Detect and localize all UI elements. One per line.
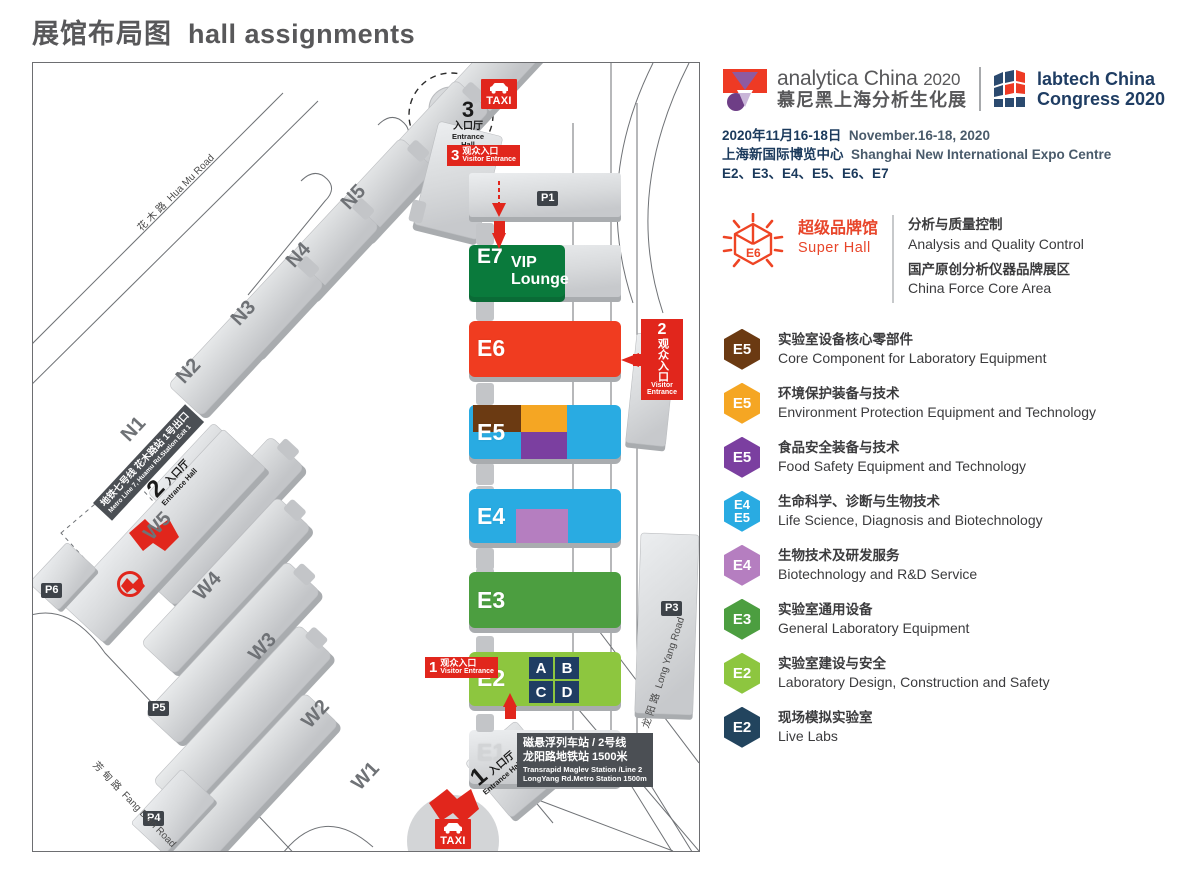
legend-label-en: Biotechnology and R&D Service: [778, 565, 978, 582]
legend-label-cn: 实验室设备核心零部件: [778, 332, 913, 348]
legend-hex-wrap: E5: [722, 436, 762, 478]
super-hall-divider: [892, 215, 895, 303]
event-date-en: November.16-18, 2020: [848, 128, 990, 143]
analytica-logo: analytica China 2020 慕尼黑上海分析生化展: [722, 66, 967, 112]
event-venue-cn: 上海新国际博览中心: [722, 147, 844, 163]
super-hall-cube-label: E6: [746, 246, 761, 260]
legend-hall-id: E5: [732, 340, 752, 358]
legend-label-cn: 现场模拟实验室: [778, 710, 873, 726]
legend-label-en: Laboratory Design, Construction and Safe…: [778, 673, 1050, 690]
legend-label-cn: 生命科学、诊断与生物技术: [778, 494, 940, 510]
hall-legend: E5 实验室设备核心零部件 Core Component for Laborat…: [722, 328, 1172, 748]
event-halls: E2、E3、E4、E5、E6、E7: [722, 166, 889, 182]
legend-text: 食品安全装备与技术 Food Safety Equipment and Tech…: [778, 439, 1026, 475]
legend-text: 实验室设备核心零部件 Core Component for Laboratory…: [778, 331, 1046, 367]
page-title-cn: 展馆布局图: [32, 19, 172, 49]
legend-hex-wrap: E3: [722, 598, 762, 640]
legend-item[interactable]: E5 实验室设备核心零部件 Core Component for Laborat…: [722, 328, 1172, 370]
legend-hex-icon: E2: [724, 652, 760, 694]
legend-hall-id: E4: [734, 497, 750, 513]
super-hall-desc1-en: China Force Core Area: [908, 279, 1052, 296]
legend-label-cn: 生物技术及研发服务: [778, 548, 900, 564]
legend-hall-id: E5: [732, 394, 752, 412]
event-halls-row: E2、E3、E4、E5、E6、E7: [722, 164, 1172, 183]
legend-item[interactable]: E4 E5 生命科学、诊断与生物技术 Life Science, Diagnos…: [722, 490, 1172, 532]
super-hall-title-en: Super Hall: [798, 240, 871, 257]
legend-label-en: Core Component for Laboratory Equipment: [778, 349, 1047, 366]
legend-hex-wrap: E5: [722, 328, 762, 370]
labtech-mark-icon: [994, 70, 1025, 107]
legend-hall-id: E2: [732, 664, 752, 682]
legend-label-cn: 环境保护装备与技术: [778, 386, 900, 402]
legend-item[interactable]: E2 现场模拟实验室 Live Labs: [722, 706, 1172, 748]
page-title: 展馆布局图 hall assignments: [32, 12, 415, 51]
legend-hall-id: E5: [732, 448, 752, 466]
super-hall-desc1-cn: 国产原创分析仪器品牌展区: [908, 261, 1071, 277]
labtech-logo: labtech China Congress 2020: [993, 69, 1165, 109]
event-date-row: 2020年11月16-18日 November.16-18, 2020: [722, 126, 1172, 145]
labtech-wordmark: labtech China Congress 2020: [1037, 69, 1165, 109]
page-title-en: hall assignments: [188, 19, 416, 49]
legend-hall-id-2: E5: [734, 510, 750, 526]
legend-label-en: Environment Protection Equipment and Tec…: [778, 403, 1097, 420]
super-hall-desc0-cn: 分析与质量控制: [908, 217, 1003, 233]
super-hall-entry: E6 超级品牌馆 Super Hall 分析与质量控制 Analysis and…: [722, 213, 1172, 304]
analytica-line2: 慕尼黑上海分析生化展: [777, 89, 967, 110]
legend-item[interactable]: E5 食品安全装备与技术 Food Safety Equipment and T…: [722, 436, 1172, 478]
legend-hex-icon: E2: [724, 706, 760, 748]
map-graphics: [33, 63, 699, 851]
legend-text: 实验室建设与安全 Laboratory Design, Construction…: [778, 655, 1050, 691]
analytica-wordmark: analytica China 2020 慕尼黑上海分析生化展: [777, 66, 967, 111]
legend-hex-icon: E5: [724, 436, 760, 478]
legend-label-en: Live Labs: [778, 727, 838, 744]
legend-label-en: Food Safety Equipment and Technology: [778, 457, 1027, 474]
event-venue-en: Shanghai New International Expo Centre: [851, 147, 1112, 163]
legend-text: 生命科学、诊断与生物技术 Life Science, Diagnosis and…: [778, 493, 1043, 529]
legend-text: 实验室通用设备 General Laboratory Equipment: [778, 601, 969, 637]
legend-hall-id: E2: [732, 718, 752, 736]
legend-hex-icon: E3: [724, 598, 760, 640]
legend-hex-wrap: E4: [722, 544, 762, 586]
legend-label-cn: 实验室通用设备: [778, 602, 873, 618]
info-panel: analytica China 2020 慕尼黑上海分析生化展 labtech …: [722, 66, 1172, 761]
legend-text: 环境保护装备与技术 Environment Protection Equipme…: [778, 385, 1096, 421]
legend-text: 现场模拟实验室 Live Labs: [778, 709, 873, 745]
legend-label-en: General Laboratory Equipment: [778, 619, 970, 636]
legend-hall-id: E3: [732, 610, 752, 628]
legend-label-cn: 食品安全装备与技术: [778, 440, 900, 456]
analytica-name: analytica China: [777, 66, 918, 90]
legend-label-en: Life Science, Diagnosis and Biotechnolog…: [778, 511, 1043, 528]
super-hall-descriptions: 分析与质量控制 Analysis and Quality Control 国产原…: [908, 213, 1084, 304]
super-hall-cube-icon: E6: [722, 213, 784, 268]
legend-item[interactable]: E5 环境保护装备与技术 Environment Protection Equi…: [722, 382, 1172, 424]
super-hall-desc0-en: Analysis and Quality Control: [908, 235, 1084, 252]
legend-item[interactable]: E4 生物技术及研发服务 Biotechnology and R&D Servi…: [722, 544, 1172, 586]
super-hall-title-cn: 超级品牌馆: [798, 220, 879, 238]
legend-hex-icon: E4 E5: [724, 490, 760, 532]
legend-hall-id: E4: [732, 556, 752, 574]
legend-hex-wrap: E2: [722, 652, 762, 694]
legend-hex-icon: E5: [724, 328, 760, 370]
legend-item[interactable]: E2 实验室建设与安全 Laboratory Design, Construct…: [722, 652, 1172, 694]
legend-hex-wrap: E2: [722, 706, 762, 748]
analytica-line1: analytica China 2020: [777, 66, 967, 90]
legend-text: 生物技术及研发服务 Biotechnology and R&D Service: [778, 547, 977, 583]
labtech-line2: Congress 2020: [1037, 89, 1166, 109]
legend-hex-wrap: E4 E5: [722, 490, 762, 532]
analytica-year: 2020: [923, 69, 961, 89]
labtech-line1: labtech China: [1037, 68, 1156, 89]
logo-row: analytica China 2020 慕尼黑上海分析生化展 labtech …: [722, 66, 1172, 112]
super-hall-title: 超级品牌馆 Super Hall: [798, 213, 878, 257]
legend-hex-icon: E5: [724, 382, 760, 424]
analytica-mark-icon: [723, 69, 767, 111]
legend-item[interactable]: E3 实验室通用设备 General Laboratory Equipment: [722, 598, 1172, 640]
event-venue-row: 上海新国际博览中心 Shanghai New International Exp…: [722, 145, 1172, 164]
legend-label-cn: 实验室建设与安全: [778, 656, 886, 672]
legend-hex-icon: E4: [724, 544, 760, 586]
legend-hex-wrap: E5: [722, 382, 762, 424]
logo-divider: [979, 67, 981, 111]
event-info: 2020年11月16-18日 November.16-18, 2020 上海新国…: [722, 126, 1172, 183]
event-date-cn: 2020年11月16-18日: [722, 128, 842, 143]
